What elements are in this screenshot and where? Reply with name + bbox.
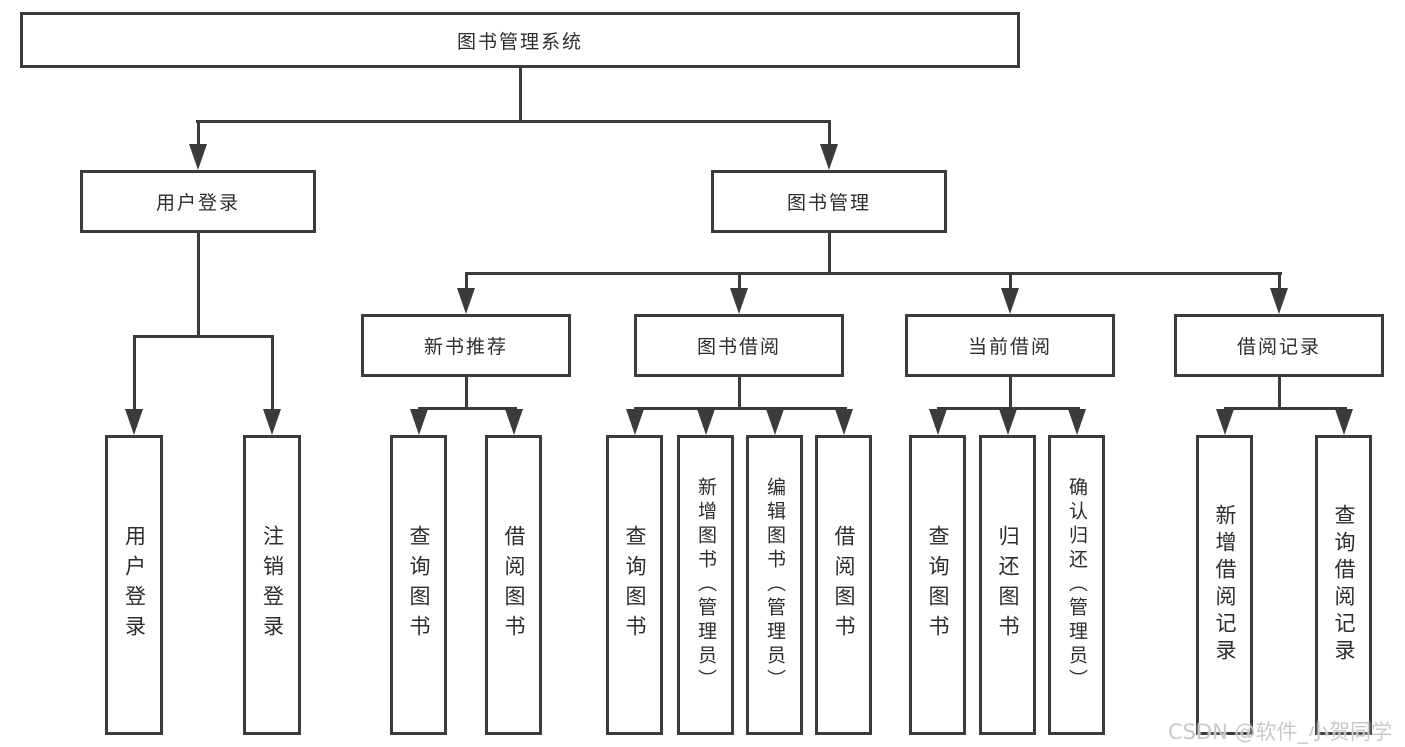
node-new-book-rec: 新书推荐 [361,314,571,377]
connector-drop-current-borrow [1009,272,1012,294]
arrowhead-down [730,288,748,314]
leaf-cb-query-books-label: 查询图书 [926,525,950,645]
connector-root-rail [196,120,831,123]
leaf-user-login-label: 用户登录 [122,525,147,645]
connector-borrow-records-rail [1224,407,1347,410]
leaf-nbr-query-books: 查询图书 [390,435,447,735]
leaf-br-add-record: 新增借阅记录 [1196,435,1253,735]
connector-user-login-stem [197,233,200,335]
arrowhead-down [410,409,428,435]
connector-borrow-records-stem [1278,377,1281,407]
connector-current-borrow-stem [1009,377,1012,407]
leaf-bb-borrow-books-label: 借阅图书 [832,525,856,645]
leaf-br-query-record-label: 查询借阅记录 [1332,504,1356,666]
arrowhead-down [766,409,784,435]
arrowhead-down [1335,409,1353,435]
node-user-login: 用户登录 [80,170,316,233]
arrowhead-down [1068,409,1086,435]
arrowhead-down [457,288,475,314]
leaf-logout-login-label: 注销登录 [260,525,285,645]
connector-book-mgmt-stem [828,233,831,272]
connector-book-borrow-stem [738,377,741,407]
node-user-login-label: 用户登录 [155,192,240,214]
leaf-br-query-record: 查询借阅记录 [1315,435,1372,735]
arrowhead-down [505,409,523,435]
arrowhead-down [189,144,207,170]
arrowhead-down [1216,409,1234,435]
node-borrow-records: 借阅记录 [1174,314,1384,377]
connector-drop-user-login [197,120,200,148]
leaf-bb-query-books: 查询图书 [606,435,663,735]
leaf-cb-return-books: 归还图书 [979,435,1036,735]
arrowhead-down [697,409,715,435]
node-root: 图书管理系统 [20,12,1020,68]
connector-new-book-rec-rail [418,407,517,410]
arrowhead-down [929,409,947,435]
connector-root-stem [519,68,522,120]
watermark: CSDN @软件_小贺同学 [1168,720,1393,744]
leaf-bb-add-books-admin: 新增图书（管理员） [677,435,734,735]
connector-new-book-rec-stem [465,377,468,407]
arrowhead-down [1001,288,1019,314]
arrowhead-down [125,409,143,435]
node-book-mgmt: 图书管理 [711,170,947,233]
leaf-cb-query-books: 查询图书 [909,435,966,735]
leaf-logout-login: 注销登录 [243,435,301,735]
node-new-book-rec-label: 新书推荐 [423,336,508,358]
leaf-user-login: 用户登录 [105,435,163,735]
connector-drop-leaf [133,335,136,413]
arrowhead-down [835,409,853,435]
arrowhead-down [263,409,281,435]
connector-drop-new-book-rec [465,272,468,294]
node-current-borrow-label: 当前借阅 [967,336,1052,358]
connector-book-mgmt-rail [465,272,1282,275]
arrowhead-down [626,409,644,435]
leaf-cb-confirm-return-admin: 确认归还（管理员） [1048,435,1105,735]
leaf-nbr-query-books-label: 查询图书 [407,525,431,645]
arrowhead-down [999,409,1017,435]
connector-drop-book-mgmt [828,120,831,148]
leaf-bb-add-books-admin-label: 新增图书（管理员） [695,477,717,693]
leaf-nbr-borrow-books: 借阅图书 [485,435,542,735]
leaf-nbr-borrow-books-label: 借阅图书 [502,525,526,645]
connector-drop-leaf [271,335,274,413]
node-root-label: 图书管理系统 [456,30,583,53]
node-book-borrow: 图书借阅 [634,314,844,377]
connector-drop-borrow-records [1278,272,1281,294]
connector-user-login-rail [133,335,274,338]
node-borrow-records-label: 借阅记录 [1236,336,1321,358]
leaf-bb-edit-books-admin: 编辑图书（管理员） [746,435,803,735]
leaf-cb-confirm-return-admin-label: 确认归还（管理员） [1066,477,1088,693]
leaf-bb-query-books-label: 查询图书 [623,525,647,645]
node-book-borrow-label: 图书借阅 [696,336,781,358]
leaf-br-add-record-label: 新增借阅记录 [1213,504,1237,666]
node-book-mgmt-label: 图书管理 [786,192,871,214]
leaf-bb-edit-books-admin-label: 编辑图书（管理员） [764,477,786,693]
connector-book-borrow-rail [634,407,847,410]
arrowhead-down [820,144,838,170]
arrowhead-down [1270,288,1288,314]
leaf-bb-borrow-books: 借阅图书 [815,435,872,735]
leaf-cb-return-books-label: 归还图书 [996,525,1020,645]
node-current-borrow: 当前借阅 [905,314,1115,377]
connector-drop-book-borrow [738,272,741,294]
